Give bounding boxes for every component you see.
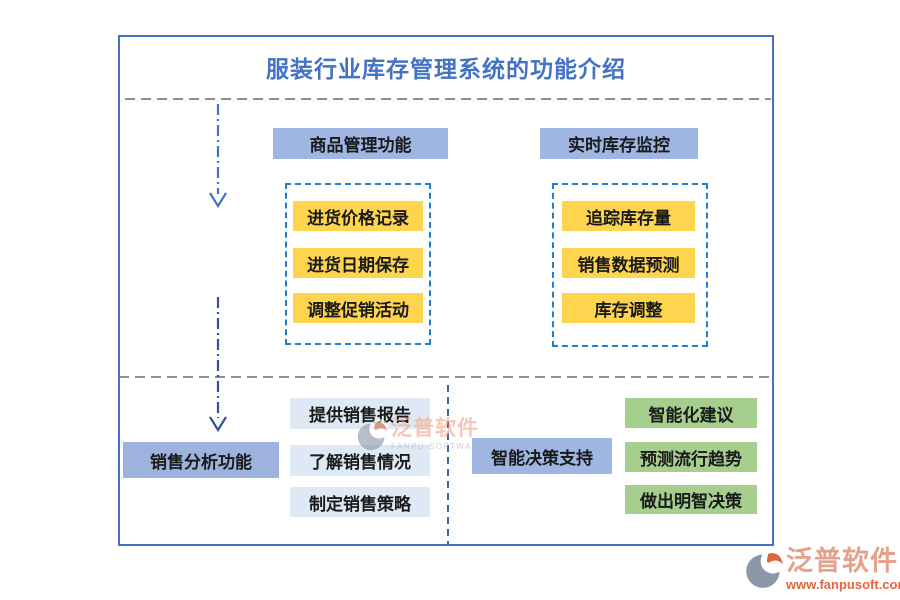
- feature-understand-sales: 了解销售情况: [290, 445, 430, 476]
- fanpu-logo-icon: [744, 548, 786, 595]
- feature-sales-data-forecast: 销售数据预测: [562, 248, 695, 278]
- section-decision-support: 智能决策支持: [472, 438, 612, 474]
- section-sales-analysis: 销售分析功能: [123, 442, 279, 478]
- watermark: 泛普软件 FANPU SOFTWARE: [356, 418, 486, 457]
- section-inventory-monitoring: 实时库存监控: [540, 128, 698, 159]
- watermark-subtitle: FANPU SOFTWARE: [391, 442, 486, 451]
- diagram-title: 服装行业库存管理系统的功能介绍: [266, 57, 626, 82]
- feature-purchase-price-record: 进货价格记录: [293, 201, 423, 231]
- fanpu-brand-name: 泛普软件: [786, 546, 898, 576]
- feature-track-stock: 追踪库存量: [562, 201, 695, 231]
- group-box-inventory-monitoring: [552, 183, 708, 347]
- group-box-product-management: [285, 183, 431, 345]
- feature-provide-sales-report: 提供销售报告: [290, 398, 430, 429]
- feature-make-sales-strategy: 制定销售策略: [290, 487, 430, 517]
- watermark-brand: 泛普软件: [391, 417, 479, 440]
- feature-smart-suggestions: 智能化建议: [625, 398, 757, 428]
- feature-wise-decisions: 做出明智决策: [625, 485, 757, 514]
- feature-purchase-date-save: 进货日期保存: [293, 248, 423, 278]
- feature-predict-trends: 预测流行趋势: [625, 442, 757, 472]
- feature-stock-adjustment: 库存调整: [562, 293, 695, 323]
- diagram-border: [118, 35, 774, 546]
- section-product-management: 商品管理功能: [273, 128, 448, 159]
- feature-adjust-promotions: 调整促销活动: [293, 293, 423, 323]
- fanpu-logo: 泛普软件 www.fanpusoft.com: [744, 548, 900, 595]
- fanpu-website-url: www.fanpusoft.com: [786, 577, 900, 592]
- watermark-logo-icon: [356, 418, 389, 457]
